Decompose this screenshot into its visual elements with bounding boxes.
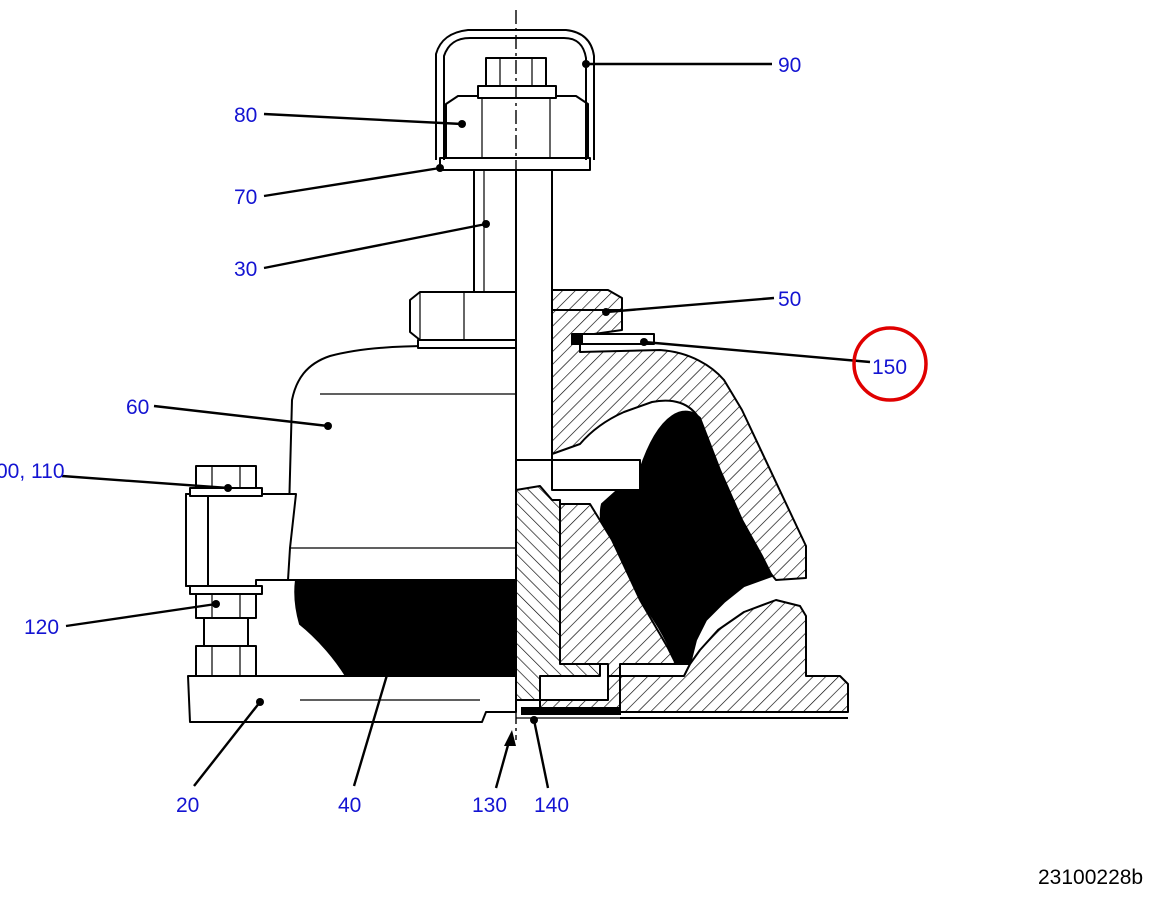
base-plate-section xyxy=(516,599,849,719)
top-clamp-ring-section xyxy=(551,289,623,311)
leader-lines xyxy=(61,60,871,789)
callout-60: 60 xyxy=(126,396,149,419)
callout-80: 80 xyxy=(234,104,257,127)
hex-nut xyxy=(445,57,589,159)
callout-140: 140 xyxy=(534,794,569,817)
callout-70: 70 xyxy=(234,186,257,209)
document-number: 23100228b xyxy=(1038,866,1143,889)
side-flange-bolt-assembly xyxy=(185,465,297,677)
callout-50: 50 xyxy=(778,288,801,311)
washer xyxy=(439,157,591,171)
callout-90: 90 xyxy=(778,54,801,77)
arrow-head-130 xyxy=(504,730,516,746)
dome-top-nut xyxy=(409,291,517,349)
protective-cap xyxy=(435,29,595,160)
highlight-ring-150 xyxy=(852,326,928,402)
rubber-element-left xyxy=(294,579,517,677)
callout-100-110: 00, 110 xyxy=(0,460,65,483)
shim-washer xyxy=(571,333,655,345)
inner-core-section xyxy=(515,459,677,701)
callout-130: 130 xyxy=(472,794,507,817)
callout-30: 30 xyxy=(234,258,257,281)
housing-dome xyxy=(287,345,517,581)
callout-20: 20 xyxy=(176,794,199,817)
base-plate-left xyxy=(187,675,517,723)
callout-150: 150 xyxy=(872,356,907,379)
callout-40: 40 xyxy=(338,794,361,817)
callout-120: 120 xyxy=(24,616,59,639)
